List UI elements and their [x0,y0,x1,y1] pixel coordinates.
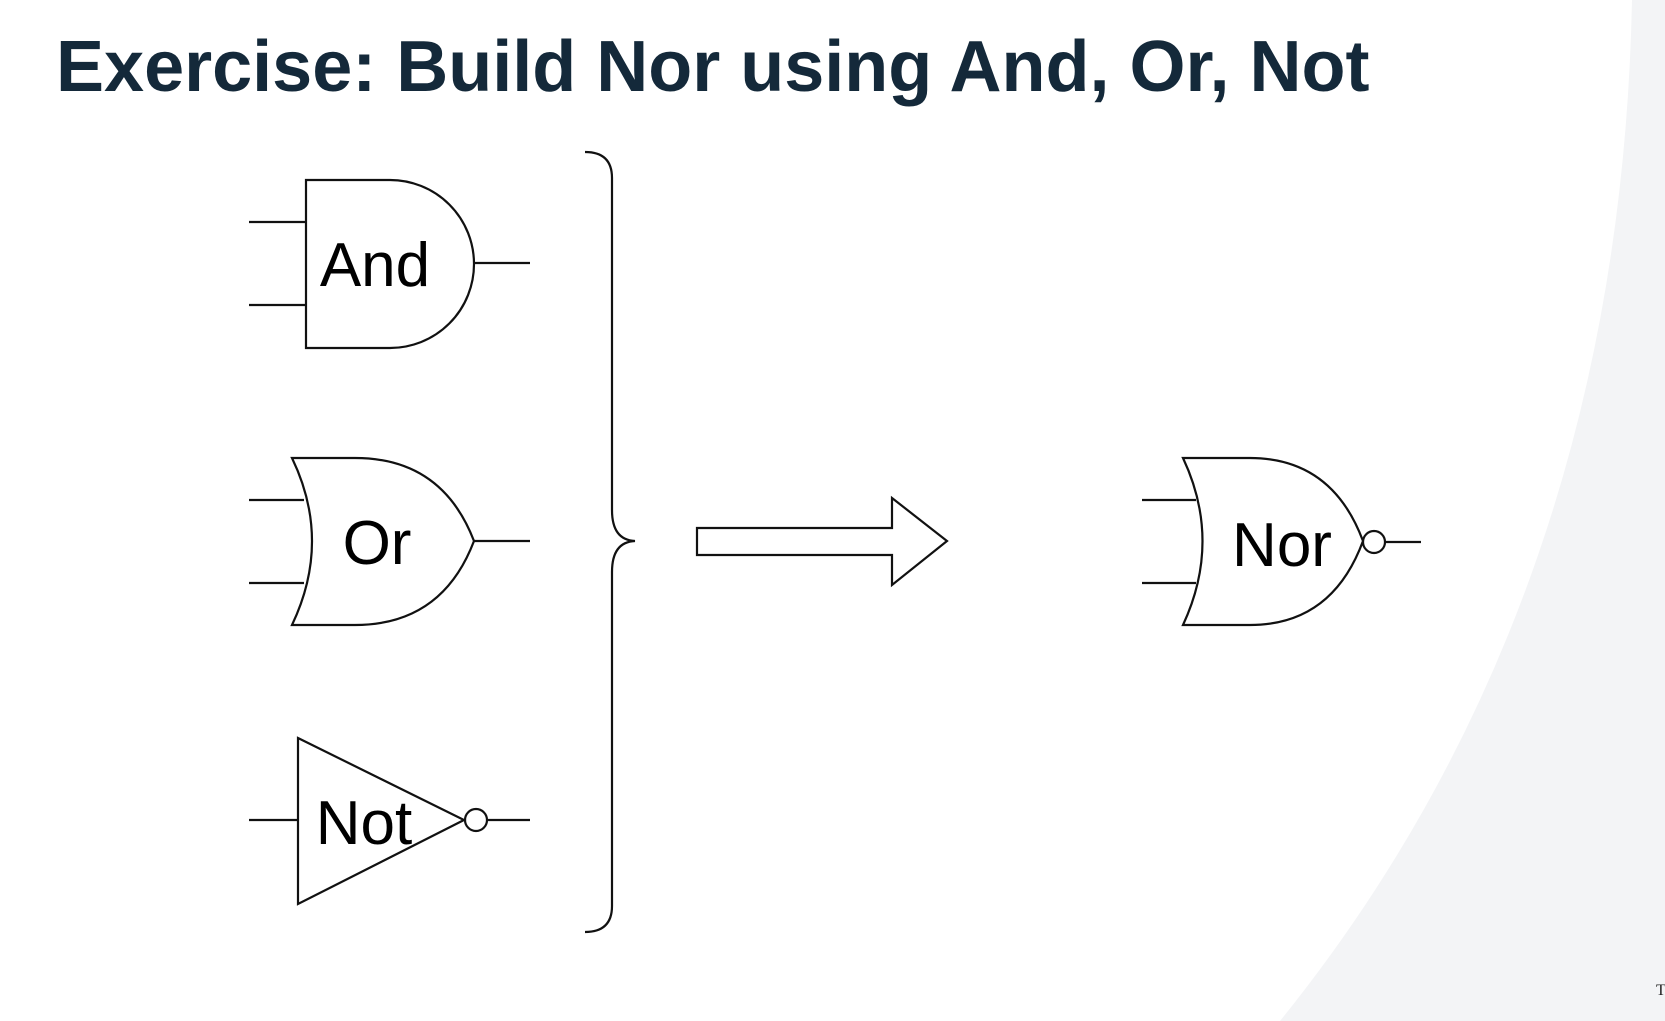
right-arrow-icon [695,495,949,588]
not-gate [249,736,530,906]
nor-gate-label: Nor [1232,511,1332,580]
slide-title: Exercise: Build Nor using And, Or, Not [56,27,1370,107]
grouping-brace [584,150,636,934]
not-gate-inversion-bubble [463,807,489,833]
or-gate-body [290,456,476,627]
background-curve-shape [1280,0,1665,1021]
nor-gate-inversion-bubble [1361,529,1387,555]
corner-footer-text: T [1656,982,1665,999]
nor-gate-body [1181,456,1365,627]
or-gate [249,456,530,627]
and-gate-body [304,178,476,350]
nor-gate [1142,456,1421,627]
not-gate-label: Not [316,789,412,858]
not-gate-body [296,736,467,906]
or-gate-label: Or [343,509,412,578]
and-gate [249,178,530,350]
and-gate-label: And [320,231,430,300]
